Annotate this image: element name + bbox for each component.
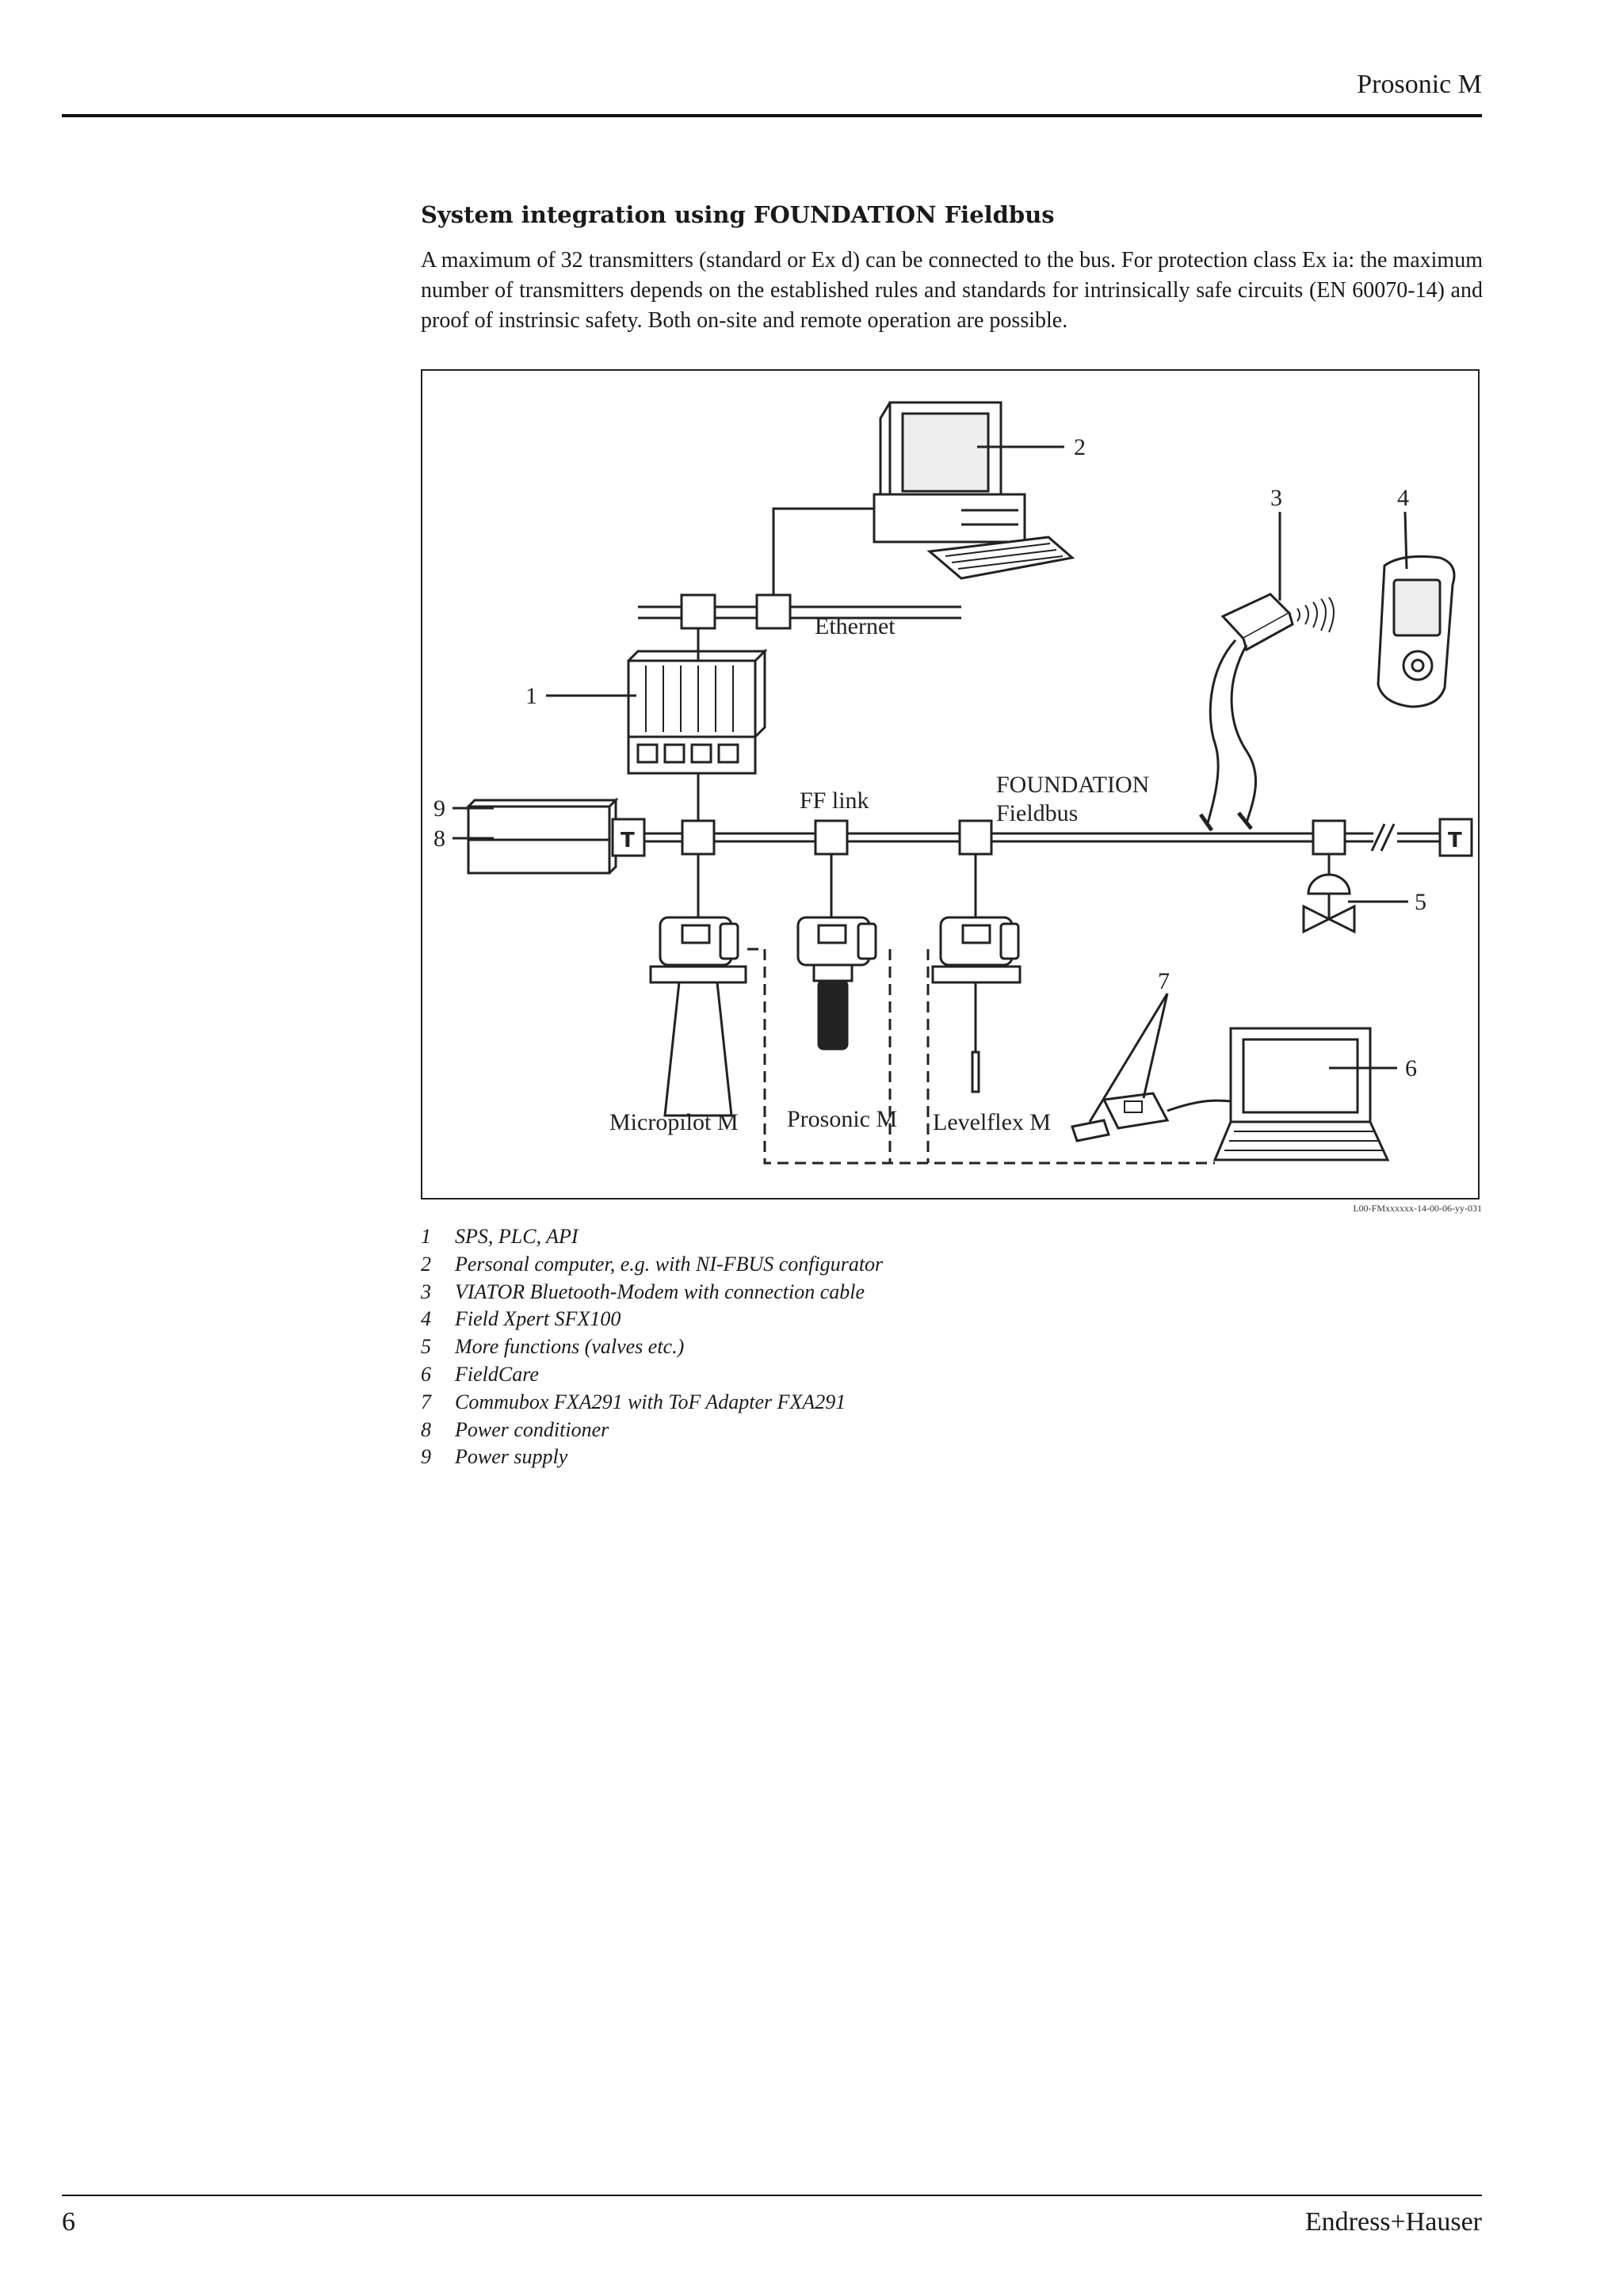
junction-box-valve — [1312, 819, 1346, 856]
legend-text: FieldCare — [455, 1362, 539, 1386]
legend-text: Power conditioner — [455, 1417, 609, 1441]
legend-number: 8 — [421, 1417, 431, 1441]
field-xpert-icon — [1377, 555, 1456, 708]
fieldbus-trunk — [644, 773, 1440, 852]
callout-4: 4 — [1397, 485, 1409, 511]
section-title: System integration using FOUNDATION Fiel… — [421, 201, 1055, 228]
legend-number: 6 — [421, 1362, 431, 1386]
valve-icon — [1302, 873, 1356, 934]
laptop-icon — [1212, 1027, 1390, 1161]
legend-text: SPS, PLC, API — [455, 1225, 579, 1248]
legend-number: 3 — [421, 1280, 431, 1303]
prosonic-icon — [796, 916, 877, 1051]
svg-text:T: T — [1448, 829, 1462, 852]
plc-rack-icon — [627, 648, 768, 775]
legend-number: 5 — [421, 1335, 431, 1359]
terminator-right: T — [1438, 818, 1473, 857]
legend-number: 2 — [421, 1252, 431, 1276]
legend-item: 4 Field Xpert SFX100 — [421, 1307, 883, 1335]
callout-1: 1 — [525, 683, 537, 709]
legend-item: 1 SPS, PLC, API — [421, 1225, 883, 1253]
legend-item: 9 Power supply — [421, 1445, 883, 1473]
legend-item: 5 More functions (valves etc.) — [421, 1335, 883, 1363]
legend-text: More functions (valves etc.) — [455, 1335, 685, 1359]
callout-8: 8 — [433, 826, 445, 852]
levelflex-icon — [931, 916, 1022, 1093]
legend-text: VIATOR Bluetooth-Modem with connection c… — [455, 1280, 865, 1303]
legend-text: Commubox FXA291 with ToF Adapter FXA291 — [455, 1390, 846, 1413]
callout-7: 7 — [1158, 968, 1170, 994]
junction-box-plc — [681, 819, 716, 856]
dashed-boundary-1 — [747, 948, 1215, 1165]
fieldbus-label: Fieldbus — [996, 800, 1078, 826]
system-diagram: Ethernet 2 1 9 8 — [421, 369, 1480, 1199]
micropilot-label: Micropilot M — [609, 1109, 739, 1135]
levelflex-label: Levelflex M — [933, 1109, 1051, 1135]
figure-id: L00-FMxxxxxx-14-00-06-yy-031 — [1353, 1203, 1482, 1214]
viator-modem-icon — [1198, 593, 1335, 832]
legend-item: 3 VIATOR Bluetooth-Modem with connection … — [421, 1280, 883, 1308]
terminator-left: T — [611, 818, 646, 857]
micropilot-icon — [649, 916, 747, 1117]
legend-number: 9 — [421, 1445, 431, 1469]
junction-box-prosonic — [814, 819, 849, 856]
prosonic-label: Prosonic M — [787, 1106, 897, 1132]
intro-paragraph: A maximum of 32 transmitters (standard o… — [421, 248, 1483, 333]
callout-line-7a — [1088, 993, 1169, 1123]
ff-link-label: FF link — [800, 788, 869, 814]
page-number: 6 — [62, 2207, 75, 2237]
commubox-icon — [1071, 1092, 1232, 1142]
legend-item: 2 Personal computer, e.g. with NI-FBUS co… — [421, 1253, 883, 1280]
ethernet-bus — [638, 507, 961, 630]
svg-text:T: T — [621, 829, 635, 852]
legend-number: 7 — [421, 1390, 431, 1413]
callout-line-7b — [1142, 993, 1169, 1099]
legend-item: 6 FieldCare — [421, 1363, 883, 1390]
legend-item: 8 Power conditioner — [421, 1418, 883, 1446]
ethernet-label: Ethernet — [815, 613, 896, 639]
legend-text: Power supply — [455, 1445, 568, 1469]
footer-rule — [62, 2195, 1482, 2196]
junction-box-levelflex — [958, 819, 993, 856]
foundation-label: FOUNDATION — [996, 772, 1149, 798]
footer-brand: Endress+Hauser — [1304, 2207, 1482, 2237]
figure-legend: 1 SPS, PLC, API 2 Personal computer, e.g. w… — [421, 1225, 883, 1473]
header-title: Prosonic M — [1357, 70, 1482, 99]
legend-item: 7 Commubox FXA291 with ToF Adapter FXA291 — [421, 1390, 883, 1418]
callout-3: 3 — [1270, 485, 1282, 511]
callout-9: 9 — [433, 795, 445, 822]
callout-5: 5 — [1415, 889, 1426, 915]
header-rule — [62, 114, 1482, 117]
callout-6: 6 — [1405, 1055, 1417, 1081]
legend-text: Personal computer, e.g. with NI-FBUS con… — [455, 1252, 884, 1276]
legend-number: 1 — [421, 1225, 431, 1248]
callout-2: 2 — [1074, 434, 1086, 460]
legend-text: Field Xpert SFX100 — [455, 1307, 621, 1331]
legend-number: 4 — [421, 1307, 431, 1331]
personal-computer-icon — [873, 401, 1075, 580]
power-supply-icon — [467, 797, 619, 875]
callout-line-4 — [1403, 511, 1408, 570]
